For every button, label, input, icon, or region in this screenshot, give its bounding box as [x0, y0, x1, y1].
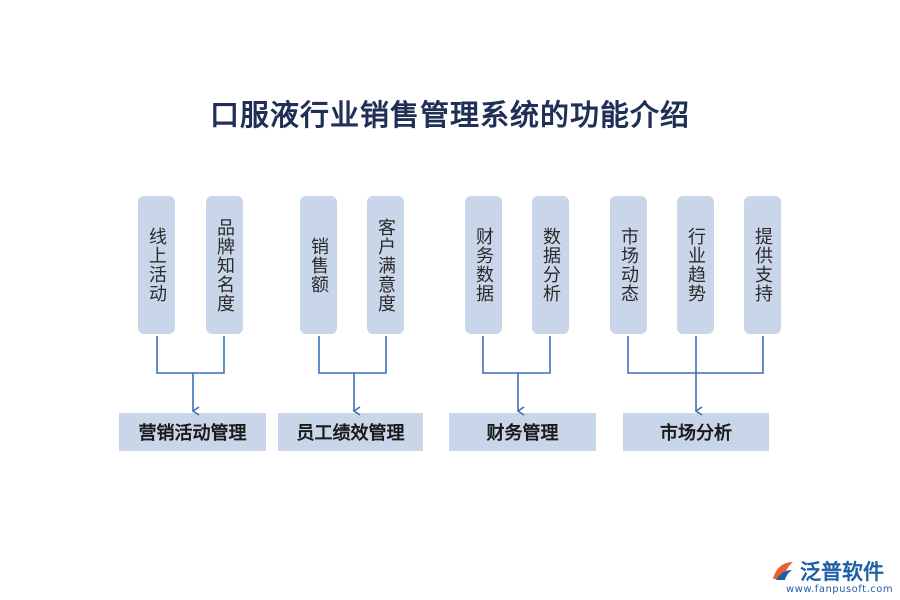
- category-finance: 财务管理: [449, 413, 596, 451]
- leaf-financial-data: 财务数据: [465, 196, 502, 334]
- fanpu-logo-icon: [773, 562, 793, 580]
- leaf-data-analysis: 数据分析: [532, 196, 569, 334]
- brand-url: www.fanpusoft.com: [786, 584, 894, 595]
- category-staff-performance: 员工绩效管理: [278, 413, 423, 451]
- brand-logo: 泛普软件: [770, 556, 884, 586]
- leaf-online-activity: 线上活动: [138, 196, 175, 334]
- leaf-industry-trend: 行业趋势: [677, 196, 714, 334]
- brand-name: 泛普软件: [800, 560, 884, 584]
- leaf-customer-satisfaction: 客户满意度: [367, 196, 404, 334]
- leaf-market-dynamics: 市场动态: [610, 196, 647, 334]
- connector-group-2: [318, 336, 387, 374]
- leaf-provide-support: 提供支持: [744, 196, 781, 334]
- connector-group-1: [156, 336, 225, 374]
- category-market-analysis: 市场分析: [623, 413, 769, 451]
- leaf-sales-volume: 销售额: [300, 196, 337, 334]
- connector-group-3: [482, 336, 551, 374]
- category-marketing: 营销活动管理: [119, 413, 266, 451]
- leaf-brand-awareness: 品牌知名度: [206, 196, 243, 334]
- page-title: 口服液行业销售管理系统的功能介绍: [209, 98, 690, 132]
